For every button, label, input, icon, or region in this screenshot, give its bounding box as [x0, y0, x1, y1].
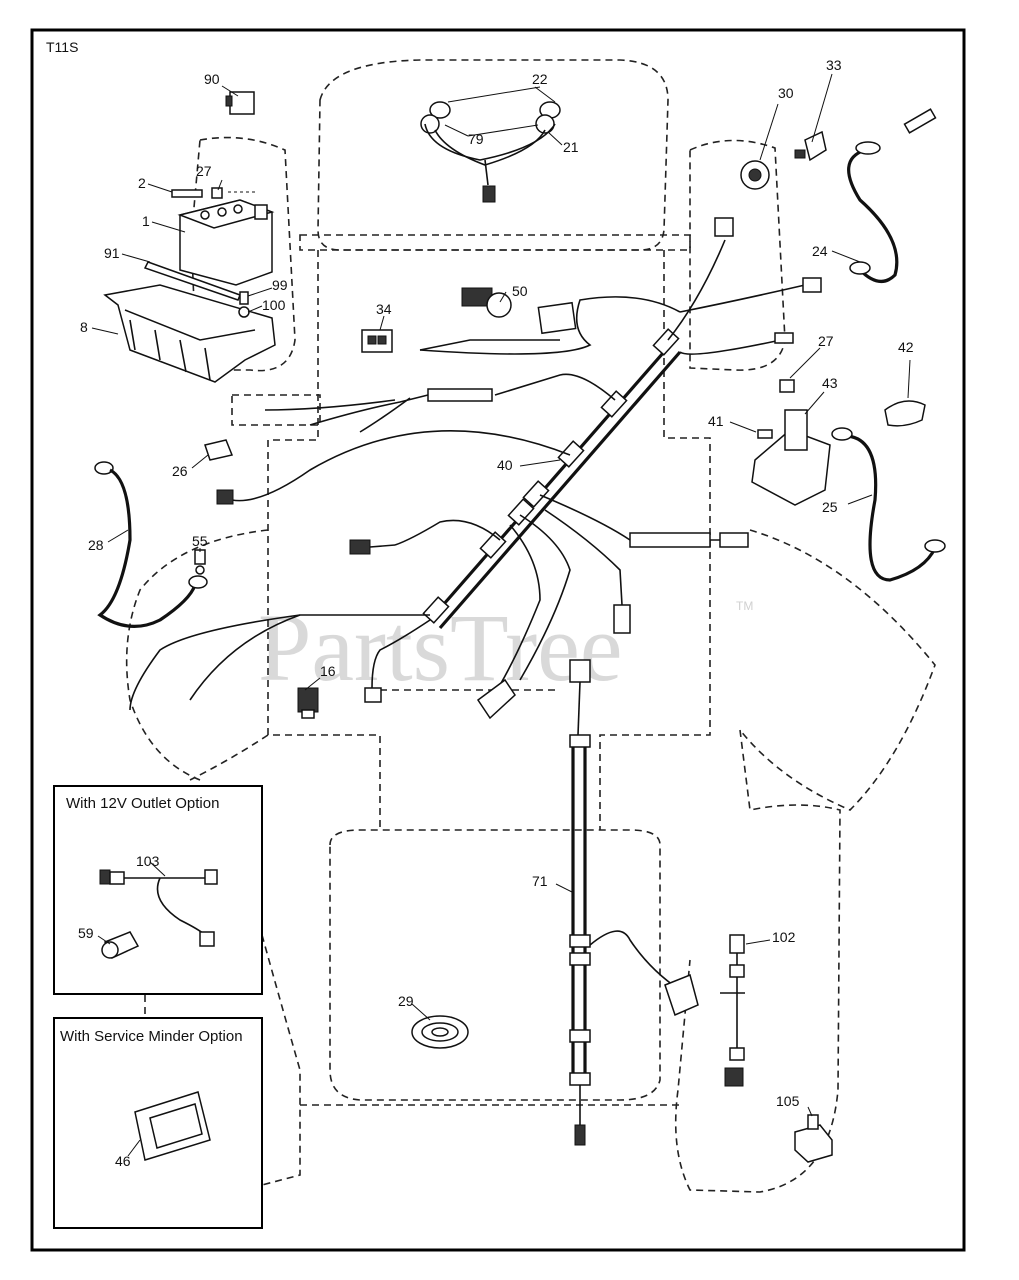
label-46: 46 [115, 1153, 131, 1169]
option-box-service-minder: With Service Minder Option [53, 1017, 263, 1229]
part-90-relay [225, 91, 255, 115]
part-28-cable [94, 461, 208, 629]
part-2-bolt [171, 187, 258, 199]
label-2: 2 [138, 175, 146, 191]
label-99: 99 [272, 277, 288, 293]
label-43: 43 [822, 375, 838, 391]
headlight-harness [420, 101, 561, 203]
label-22: 22 [532, 71, 548, 87]
label-91: 91 [104, 245, 120, 261]
part-26-clip [204, 439, 234, 461]
part-50-switch [461, 287, 512, 318]
diagram-frame [30, 28, 966, 1252]
label-105: 105 [776, 1093, 800, 1109]
label-26: 26 [172, 463, 188, 479]
label-103: 103 [136, 853, 160, 869]
label-25: 25 [822, 499, 838, 515]
part-91-strap [143, 261, 241, 301]
label-8: 8 [80, 319, 88, 335]
label-29: 29 [398, 993, 414, 1009]
label-42: 42 [898, 339, 914, 355]
part-8-battery-tray [103, 284, 276, 383]
label-90: 90 [204, 71, 220, 87]
part-16-connector [297, 687, 319, 719]
sheet-id: T11S [46, 39, 78, 55]
part-41-screw [757, 429, 773, 439]
label-24: 24 [812, 243, 828, 259]
label-28: 28 [88, 537, 104, 553]
part-102-harness [720, 934, 745, 1087]
label-102: 102 [772, 929, 796, 945]
part-55-fastener [194, 549, 206, 575]
label-21: 21 [563, 139, 579, 155]
part-labels: 90 22 79 21 30 33 27 2 1 91 99 100 8 24 … [78, 57, 914, 1169]
part-25-cable [831, 427, 946, 582]
part-105-switch [794, 1114, 833, 1163]
decal [537, 301, 577, 335]
label-50: 50 [512, 283, 528, 299]
label-1: 1 [142, 213, 150, 229]
option-box-service-minder-title: With Service Minder Option [60, 1028, 243, 1045]
label-27b: 27 [818, 333, 834, 349]
label-79: 79 [468, 131, 484, 147]
option-box-12v-outlet: With 12V Outlet Option [53, 785, 263, 995]
label-30: 30 [778, 85, 794, 101]
label-33: 33 [826, 57, 842, 73]
part-42-boot [884, 400, 926, 427]
label-40: 40 [497, 457, 513, 473]
part-43-solenoid [751, 379, 831, 506]
label-27a: 27 [196, 163, 212, 179]
tractor-outline [125, 59, 936, 1193]
label-100: 100 [262, 297, 286, 313]
option-box-12v-title: With 12V Outlet Option [66, 795, 219, 812]
part-34-connector [361, 329, 393, 353]
part-40-main-harness [129, 217, 822, 720]
part-29-grommet [411, 1015, 469, 1049]
part-33-switch [794, 130, 827, 162]
label-16: 16 [320, 663, 336, 679]
part-1-battery [177, 199, 275, 286]
label-34: 34 [376, 301, 392, 317]
label-71: 71 [532, 873, 548, 889]
part-99-100-hardware [238, 291, 250, 318]
part-30-ignition-switch [740, 160, 770, 190]
part-71-rear-harness [569, 659, 699, 1146]
label-55: 55 [192, 533, 208, 549]
leader-lines [91, 73, 911, 1157]
watermark-tm: TM [736, 599, 753, 613]
part-24-cable [847, 108, 937, 283]
label-41: 41 [708, 413, 724, 429]
label-59: 59 [78, 925, 94, 941]
